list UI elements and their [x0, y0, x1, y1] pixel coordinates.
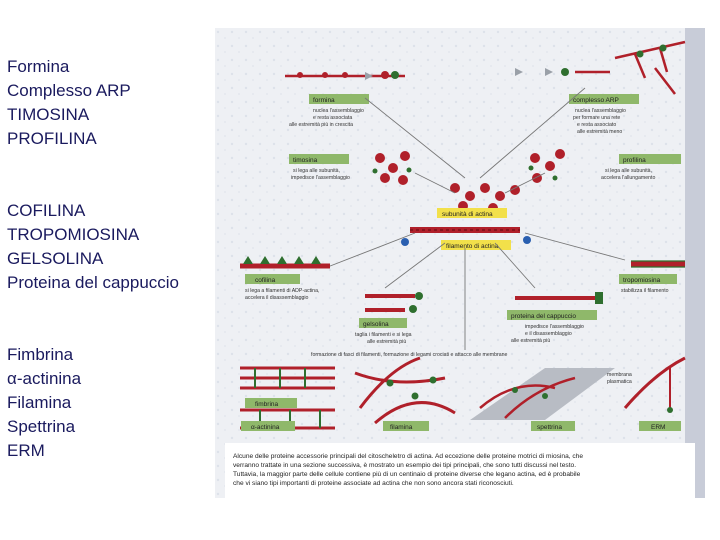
formina-desc-1: nuclea l'assemblaggio [313, 108, 364, 114]
cofilina-desc-2: accelera il disassemblaggio [245, 295, 309, 301]
gelsolina-panel: gelsolina taglia i filamenti e si lega a… [355, 292, 423, 345]
timosina-label: timosina [293, 157, 318, 164]
left-item-profilina: PROFILINA [7, 129, 97, 148]
actinina-label-box [241, 421, 295, 431]
tropomiosina-label-box [619, 274, 677, 284]
timosina-desc-2: impedisce l'assemblaggio [291, 175, 350, 181]
tropomiosina-desc-1: stabilizza il filamento [621, 288, 669, 294]
formina-desc-3: alle estremità più in crescita [289, 122, 353, 128]
spettrina-label: spettrina [537, 424, 562, 431]
arp-desc-1: nuclea l'assemblaggio [575, 108, 626, 114]
gelsolina-label: gelsolina [363, 321, 389, 328]
actinina-label: α-actinina [251, 424, 280, 431]
left-item-tropomiosina: TROPOMIOSINA [7, 225, 140, 244]
caption-line-3: Tuttavia, la maggior parte delle cellule… [233, 471, 581, 478]
caption-line-1: Alcune delle proteine accessorie princip… [233, 453, 583, 460]
center-actin: subunità di actina filamento di actina [401, 183, 531, 250]
timosina-desc-1: si lega alle subunità, [293, 168, 340, 174]
cappuccio-desc-3: alle estremità più [511, 338, 550, 344]
arp-panel: complesso ARP nuclea l'assemblaggio per … [515, 40, 686, 135]
filamina-label: filamina [390, 424, 413, 431]
left-item-cofilina: COFILINA [7, 201, 86, 220]
cappuccio-panel: proteina del cappuccio impedisce l'assem… [507, 292, 603, 344]
left-group-filament: COFILINA TROPOMIOSINA GELSOLINA Proteina… [7, 199, 179, 295]
cappuccio-desc-2: e il disassemblaggio [525, 331, 572, 337]
profilina-desc-2: accelera l'allungamento [601, 175, 655, 181]
pathway-arrows [324, 87, 626, 350]
left-item-timosina: TIMOSINA [7, 105, 90, 124]
bundle-header: formazione di fasci di filamenti, formaz… [311, 352, 507, 358]
spettrina-label-box [531, 421, 575, 431]
caption-line-4: che vi siano tipi importanti di proteine… [233, 480, 514, 487]
fimbrina-label: fimbrina [255, 401, 279, 408]
cofilina-panel: cofilina si lega a filamenti di ADP-acti… [240, 256, 330, 301]
left-group-crosslink: Fimbrina α-actinina Filamina Spettrina E… [7, 343, 81, 463]
cofilina-label: cofilina [255, 277, 276, 284]
profilina-label: profilina [623, 157, 646, 164]
gelsolina-label-box [359, 318, 407, 328]
left-item-fimbrina: Fimbrina [7, 345, 74, 364]
caption-line-2: verranno trattate in una sezione success… [233, 462, 576, 469]
formina-panel: formina nuclea l'assemblaggio e resta as… [285, 71, 405, 128]
spettrina-panel: spettrina [470, 368, 615, 431]
erm-panel: membrana plasmatica ERM [607, 356, 686, 431]
formina-label-box [309, 94, 369, 104]
membrana-line-1: membrana [607, 372, 632, 378]
arp-label: complesso ARP [573, 97, 619, 104]
formina-label: formina [313, 97, 335, 104]
erm-label: ERM [651, 424, 665, 431]
left-item-filamina: Filamina [7, 393, 72, 412]
filamina-label-box [383, 421, 429, 431]
profilina-panel: profilina si lega alle subunità, acceler… [528, 149, 681, 183]
membrana-line-2: plasmatica [607, 379, 632, 385]
arp-label-box [569, 94, 639, 104]
arp-desc-2: per formare una rete [573, 115, 620, 121]
cofilina-desc-1: si lega a filamenti di ADP-actina, [245, 288, 319, 294]
left-item-formina: Formina [7, 57, 70, 76]
left-item-cappuccio: Proteina del cappuccio [7, 273, 180, 292]
timosina-panel: timosina si lega alle subunità, impedisc… [289, 151, 412, 185]
tropomiosina-label: tropomiosina [623, 277, 661, 284]
subunita-label-box [437, 208, 507, 218]
filamento-label: filamento di actina [446, 243, 499, 250]
actin-accessory-proteins-figure: formina nuclea l'assemblaggio e resta as… [215, 28, 705, 498]
arp-desc-4: alle estremità meno [577, 129, 622, 135]
profilina-desc-1: si lega alle subunità, [605, 168, 652, 174]
left-item-erm: ERM [7, 441, 45, 460]
book-edge [685, 28, 705, 498]
cappuccio-desc-1: impedisce l'assemblaggio [525, 324, 584, 330]
profilina-label-box [619, 154, 681, 164]
gelsolina-desc-2: alle estremità più [367, 339, 406, 345]
caption-area [225, 443, 695, 498]
left-item-spettrina: Spettrina [7, 417, 76, 436]
arp-desc-3: e resta associato [577, 122, 616, 128]
filamina-panel: filamina [354, 356, 456, 431]
formina-desc-2: e resta associata [313, 115, 352, 121]
figure-caption: Alcune delle proteine accessorie princip… [233, 453, 583, 487]
tropomiosina-panel: tropomiosina stabilizza il filamento [619, 260, 685, 294]
left-group-nucleation: Formina Complesso ARP TIMOSINA PROFILINA [7, 55, 131, 151]
left-item-arp: Complesso ARP [7, 81, 131, 100]
cappuccio-label: proteina del cappuccio [511, 313, 576, 320]
cappuccio-label-box [507, 310, 597, 320]
left-item-gelsolina: GELSOLINA [7, 249, 104, 268]
timosina-label-box [289, 154, 349, 164]
fimbrina-label-box [245, 398, 297, 408]
cofilina-label-box [245, 274, 300, 284]
erm-label-box [639, 421, 681, 431]
actinina-panel: α-actinina [240, 408, 335, 431]
filamento-label-box [441, 240, 511, 250]
subunita-label: subunità di actina [442, 211, 493, 218]
fimbrina-panel: fimbrina [240, 366, 335, 408]
left-item-actinina: α-actinina [7, 369, 82, 388]
gelsolina-desc-1: taglia i filamenti e si lega [355, 332, 412, 338]
